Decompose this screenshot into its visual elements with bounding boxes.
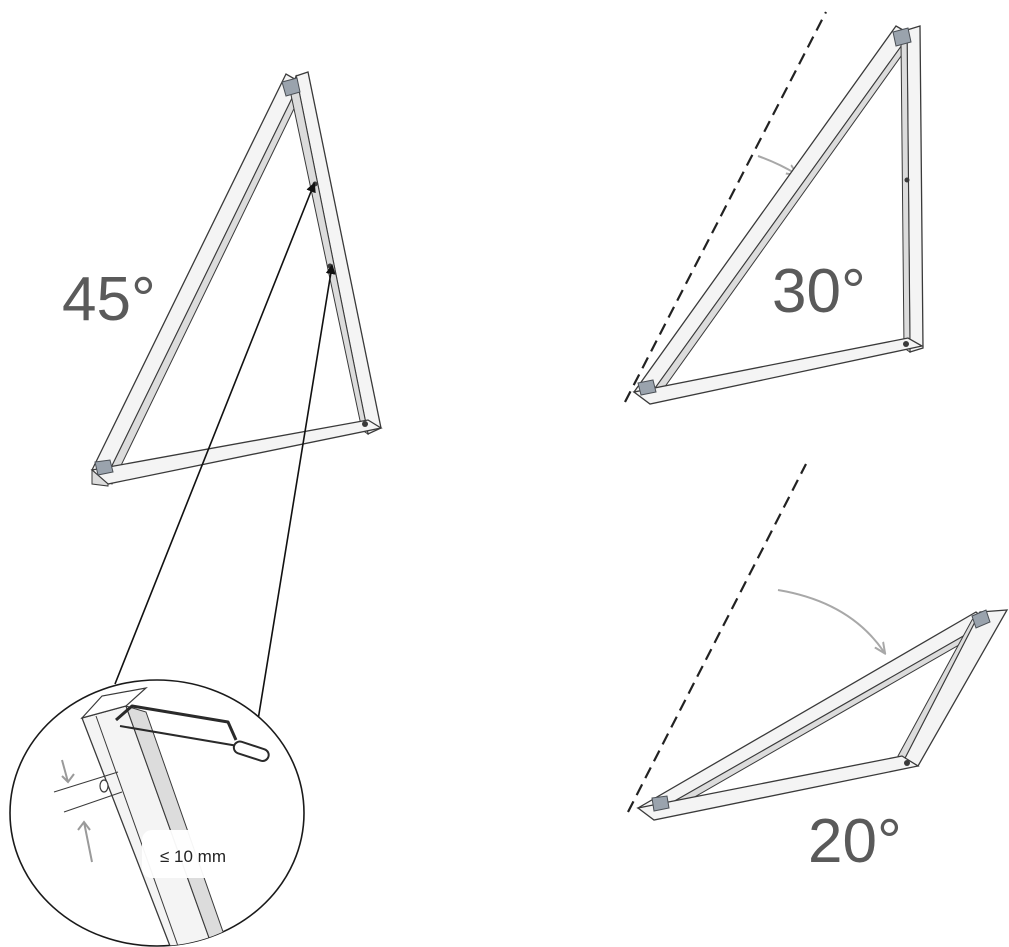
- frame-45-angle-label: 45°: [62, 265, 156, 334]
- frame-45-pivot-bolt: [362, 421, 368, 427]
- frame-30-front-rail: [633, 25, 911, 399]
- frame-30-tilt-arrow: [757, 155, 796, 174]
- frame-20-bottom-rail: [636, 755, 920, 821]
- frame-45-bottom-rail-side: [91, 468, 109, 487]
- frame-45-rear-leg-side: [289, 74, 369, 436]
- frame-20-bottom-clamp: [651, 795, 670, 812]
- detail-leader-to-lower-hole: [257, 264, 336, 721]
- frame-45-degrees: 45°: [62, 71, 383, 487]
- frame-30-degrees: 30°: [624, 11, 924, 405]
- frame-20-top-clamp: [971, 609, 991, 629]
- frame-20-pivot-bolt: [904, 760, 910, 766]
- frame-30-bottom-rail: [632, 337, 924, 405]
- frame-45-bottom-clamp: [94, 459, 114, 476]
- detail-hacksaw: [115, 704, 270, 762]
- frame-30-middle-hole: [904, 177, 910, 183]
- frame-30-reference-line: [624, 11, 827, 403]
- frame-45-rear-leg: [295, 71, 382, 435]
- detail-cut-limit-box: [142, 830, 252, 878]
- detail-cut-arrow-top: [61, 759, 75, 784]
- frame-20-degrees: 20°: [627, 463, 1009, 876]
- frame-20-angle-label: 20°: [808, 807, 902, 876]
- frame-30-pivot-bolt: [903, 341, 909, 347]
- detail-cut-arrow-bottom: [77, 820, 93, 863]
- detail-cut-limit-label: ≤ 10 mm: [160, 847, 226, 866]
- cut-detail-callout: ≤ 10 mm: [9, 182, 336, 947]
- frame-20-tilt-arrow: [777, 589, 884, 652]
- frame-45-top-clamp: [281, 77, 301, 97]
- frame-30-bottom-clamp: [637, 379, 657, 396]
- frame-30-top-clamp: [892, 27, 912, 47]
- detail-tube-hole: [99, 779, 109, 793]
- frame-30-angle-label: 30°: [772, 257, 866, 326]
- detail-tube-end-face: [80, 687, 148, 720]
- frame-20-reference-line: [627, 463, 807, 813]
- detail-leader-to-upper-hole: [114, 182, 316, 685]
